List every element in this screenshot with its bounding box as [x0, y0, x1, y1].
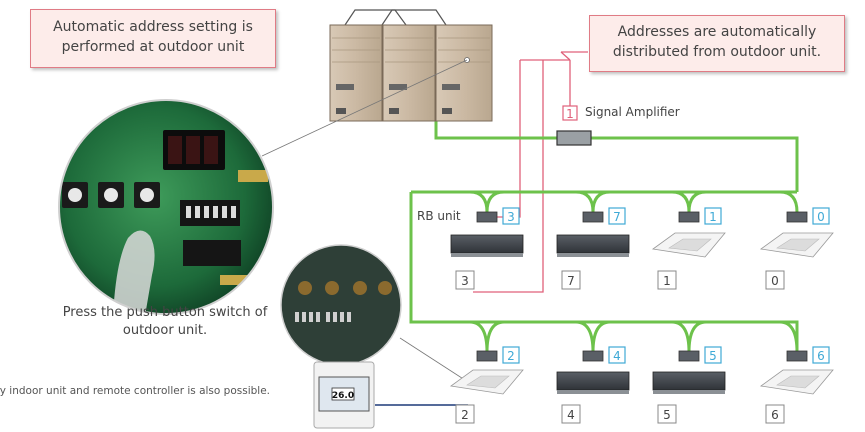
indoor-unit-row1-0: 33	[450, 207, 524, 290]
cassette-panel	[776, 375, 820, 389]
duct-grille	[451, 253, 523, 257]
rb-unit	[476, 211, 498, 223]
outdoor-unit	[329, 9, 493, 122]
rb-address-box	[502, 346, 520, 364]
indoor-address: 0	[771, 274, 779, 288]
rb-address: 4	[613, 349, 621, 363]
indoor-address-box	[561, 270, 581, 290]
indoor-address-box	[455, 270, 475, 290]
rb-address: 0	[817, 210, 825, 224]
indoor-address-box	[561, 404, 581, 424]
duct-indoor-unit	[556, 371, 630, 391]
indoor-address-box	[455, 404, 475, 424]
indoor-address: 7	[567, 274, 575, 288]
rb-unit	[786, 350, 808, 362]
rb-unit	[476, 350, 498, 362]
indoor-unit-row2-1: 44	[556, 346, 630, 424]
rb-address-box	[502, 207, 520, 225]
cassette-panel	[776, 238, 820, 252]
rb-address-box	[704, 346, 722, 364]
indoor-address: 3	[461, 274, 469, 288]
press-caption: Press the push button switch of outdoor …	[62, 305, 268, 338]
remote-note-text: Setting by indoor unit and remote contro…	[0, 385, 270, 397]
indoor-address-box	[765, 404, 785, 424]
duct-grille	[557, 253, 629, 257]
cassette-panel	[668, 238, 712, 252]
rb-address: 5	[709, 349, 717, 363]
rb-address: 3	[507, 210, 515, 224]
remote-controller: 26.0	[313, 361, 468, 429]
indoor-address-box	[657, 270, 677, 290]
indoor-address: 5	[663, 408, 671, 422]
indoor-address: 4	[567, 408, 575, 422]
signal-amplifier-label: Signal Amplifier	[585, 105, 680, 119]
rb-address-box	[608, 207, 626, 225]
remote-note: Setting by indoor unit and remote contro…	[0, 385, 270, 397]
zoom-pointer	[261, 59, 468, 157]
indoor-address: 6	[771, 408, 779, 422]
rb-unit	[786, 211, 808, 223]
indoor-address-box	[657, 404, 677, 424]
rb-unit	[678, 350, 700, 362]
rb-board-photo	[281, 245, 401, 365]
rb-address-box	[608, 346, 626, 364]
callout-outdoor-setting: Automatic address setting is performed a…	[30, 9, 276, 68]
rb-unit-label: RB unit	[417, 209, 461, 223]
indoor-address-box	[765, 270, 785, 290]
pipe-network	[409, 118, 799, 353]
cassette-panel	[466, 375, 510, 389]
duct-indoor-unit	[556, 234, 630, 254]
rb-address-box	[704, 207, 722, 225]
callout-distributed-text: Addresses are automatically distributed …	[612, 24, 822, 60]
indoor-address: 2	[461, 408, 469, 422]
amplifier-address: 1	[566, 107, 574, 121]
callout-addresses-distributed: Addresses are automatically distributed …	[589, 15, 845, 72]
duct-indoor-unit	[652, 371, 726, 391]
rb-address: 1	[709, 210, 717, 224]
indoor-unit-row1-2: 11	[651, 207, 726, 290]
indoor-unit-row2-2: 55	[652, 346, 726, 424]
remote-display: 26.0	[332, 391, 354, 401]
rb-unit	[582, 211, 604, 223]
indoor-unit-row2-3: 66	[759, 346, 834, 424]
rb-address-box	[812, 346, 830, 364]
indoor-unit-row1-1: 77	[556, 207, 630, 290]
signal-amplifier: 1	[556, 105, 592, 146]
indoor-address: 1	[663, 274, 671, 288]
duct-grille	[557, 390, 629, 394]
rb-address: 7	[613, 210, 621, 224]
duct-grille	[653, 390, 725, 394]
callout-outdoor-text: Automatic address setting is performed a…	[53, 19, 253, 55]
duct-indoor-unit	[450, 234, 524, 254]
rb-zoom-pointer	[399, 337, 469, 383]
indoor-unit-row1-3: 00	[759, 207, 834, 290]
pcb-zoom-photo	[59, 100, 273, 314]
rb-address: 6	[817, 349, 825, 363]
rb-address: 2	[507, 349, 515, 363]
rb-unit	[582, 350, 604, 362]
rb-address-box	[812, 207, 830, 225]
indoor-unit-row2-0: 22	[449, 346, 524, 424]
rb-unit	[678, 211, 700, 223]
